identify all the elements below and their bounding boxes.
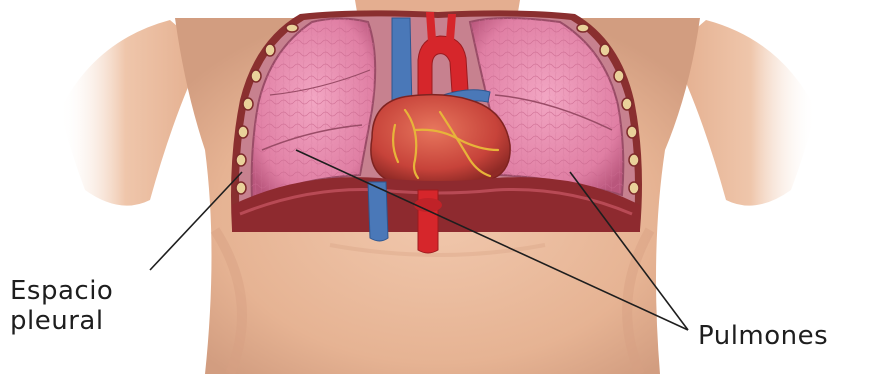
lungs-label: Pulmones	[698, 321, 828, 351]
pleural-space-label-line1: Espacio	[10, 276, 113, 306]
pleural-space-label-line2: pleural	[10, 306, 104, 336]
